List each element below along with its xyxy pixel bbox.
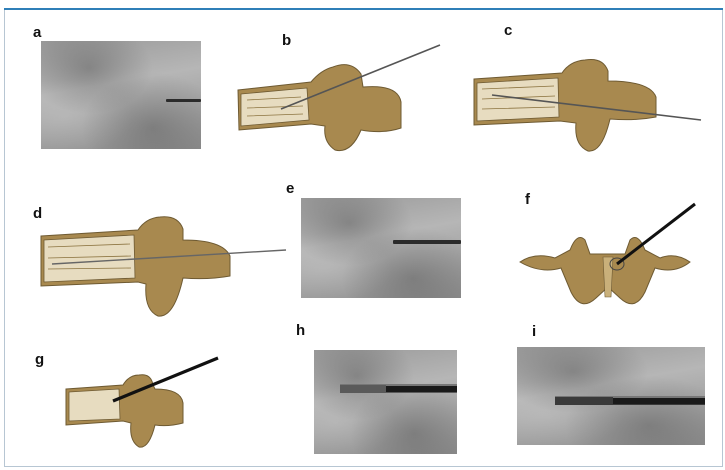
vertebra-illustration-c [470,55,710,165]
fluoroscopy-image-a [41,41,201,149]
vertebra-illustration-d [38,214,288,324]
fluoroscopy-image-h [314,350,457,454]
panel-label-i: i [532,324,536,339]
vertebra-illustration-g [63,357,233,457]
panel-label-e: e [286,181,294,196]
fluoroscopy-image-i [517,347,705,445]
panel-label-h: h [296,323,305,338]
panel-label-g: g [35,352,44,367]
vertebra-illustration-b [233,42,453,162]
panel-label-c: c [504,23,512,38]
needle-tip [393,240,461,244]
vertebra-illustration-f [515,202,705,322]
cannula-inner [613,397,705,404]
needle-tip [166,99,201,102]
fluoroscopy-image-e [301,198,461,298]
panel-label-a: a [33,25,41,40]
cannula-inner [386,385,457,392]
